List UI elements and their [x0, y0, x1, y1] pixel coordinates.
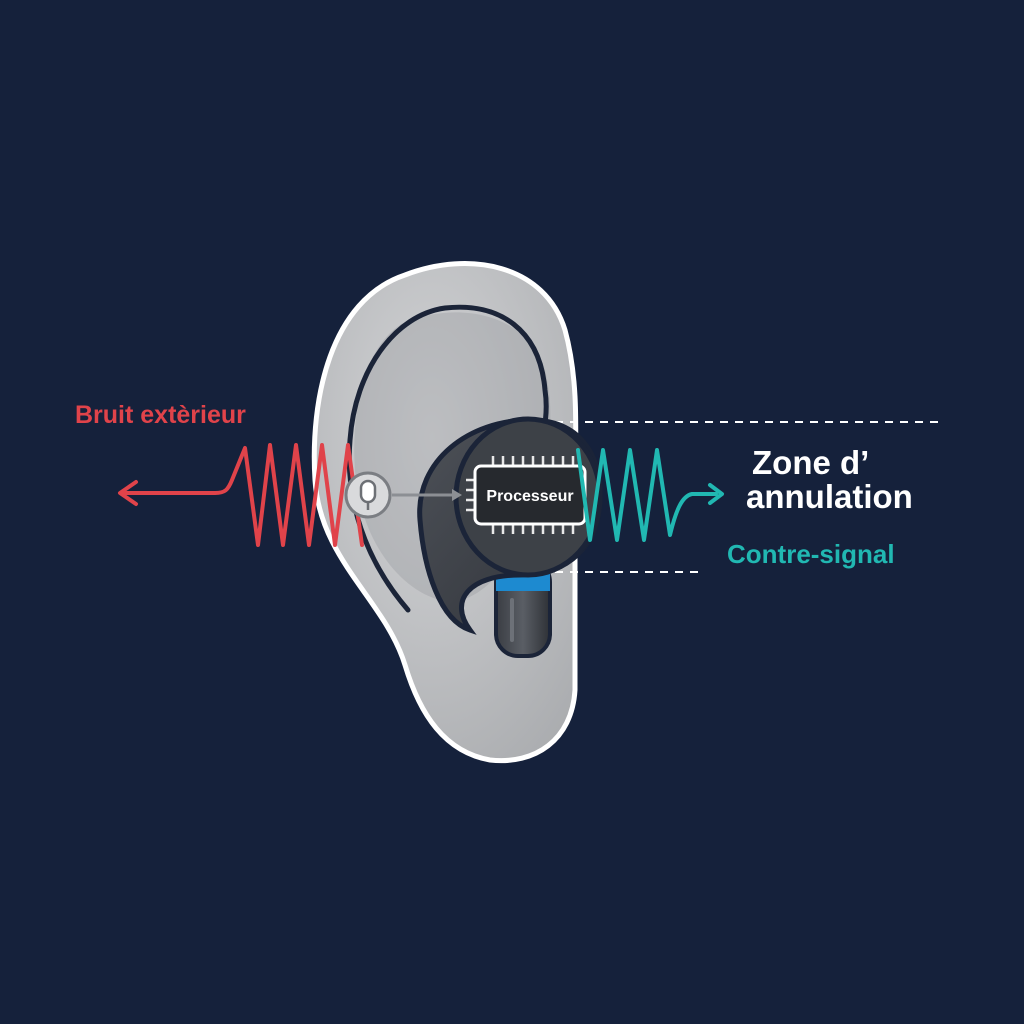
processor-label: Processeur	[486, 488, 573, 505]
noise-label: Bruit extèrieur	[75, 401, 246, 429]
noise-wave	[123, 443, 364, 547]
counter-signal-label: Contre-signal	[727, 539, 895, 569]
noise-wave-group	[118, 443, 364, 547]
microphone-icon	[359, 479, 377, 510]
mic-to-processor-arrow	[452, 489, 462, 501]
arrow-right-icon	[708, 483, 724, 505]
zone-label-line1: Zone d’	[752, 444, 869, 481]
counter-signal-wave	[576, 448, 718, 542]
chip-icon: Processeur	[466, 456, 587, 534]
cancellation-zone-lines	[540, 421, 945, 573]
microphone-group	[344, 471, 462, 519]
arrow-left-icon	[118, 480, 138, 506]
counter-wave-group	[576, 448, 724, 542]
zone-label-line2: annulation	[746, 478, 913, 515]
